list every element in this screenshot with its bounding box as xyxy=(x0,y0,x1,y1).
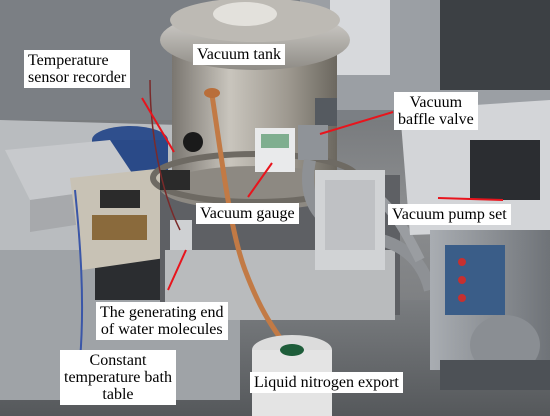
label-vacuum-baffle-valve: Vacuum baffle valve xyxy=(394,92,478,130)
label-water-line-2: of water molecules xyxy=(100,321,223,338)
label-liquid-nitrogen-text: Liquid nitrogen export xyxy=(254,374,399,391)
label-bath-line-1: Constant xyxy=(89,352,147,369)
label-water-line-1: The generating end xyxy=(100,304,224,321)
label-bath-line-2: temperature bath xyxy=(64,369,172,386)
label-temperature-sensor-recorder: Temperature sensor recorder xyxy=(24,50,131,88)
label-temperature-line-2: sensor recorder xyxy=(28,69,127,86)
label-vacuum-tank: Vacuum tank xyxy=(193,44,285,65)
label-bath-line-3: table xyxy=(102,386,134,403)
label-vacuum-pump-set: Vacuum pump set xyxy=(388,204,511,225)
leader-line-temperature-sensor xyxy=(141,97,175,153)
leader-line-water-molecules xyxy=(167,249,187,291)
label-liquid-nitrogen-export: Liquid nitrogen export xyxy=(250,372,403,393)
label-temperature-line-1: Temperature xyxy=(28,52,109,69)
leader-line-vacuum-gauge xyxy=(247,162,273,198)
leader-line-baffle-valve xyxy=(319,111,394,135)
label-vacuum-tank-text: Vacuum tank xyxy=(197,46,281,63)
label-vacuum-gauge-text: Vacuum gauge xyxy=(200,205,295,222)
label-baffle-line-1: Vacuum xyxy=(409,94,463,111)
label-baffle-line-2: baffle valve xyxy=(398,111,474,128)
label-water-molecules-generating-end: The generating end of water molecules xyxy=(96,302,228,340)
label-vacuum-pump-set-text: Vacuum pump set xyxy=(392,206,507,223)
label-vacuum-gauge: Vacuum gauge xyxy=(196,203,299,224)
label-constant-temperature-bath-table: Constant temperature bath table xyxy=(60,350,176,405)
leader-line-pump-set xyxy=(437,197,504,201)
